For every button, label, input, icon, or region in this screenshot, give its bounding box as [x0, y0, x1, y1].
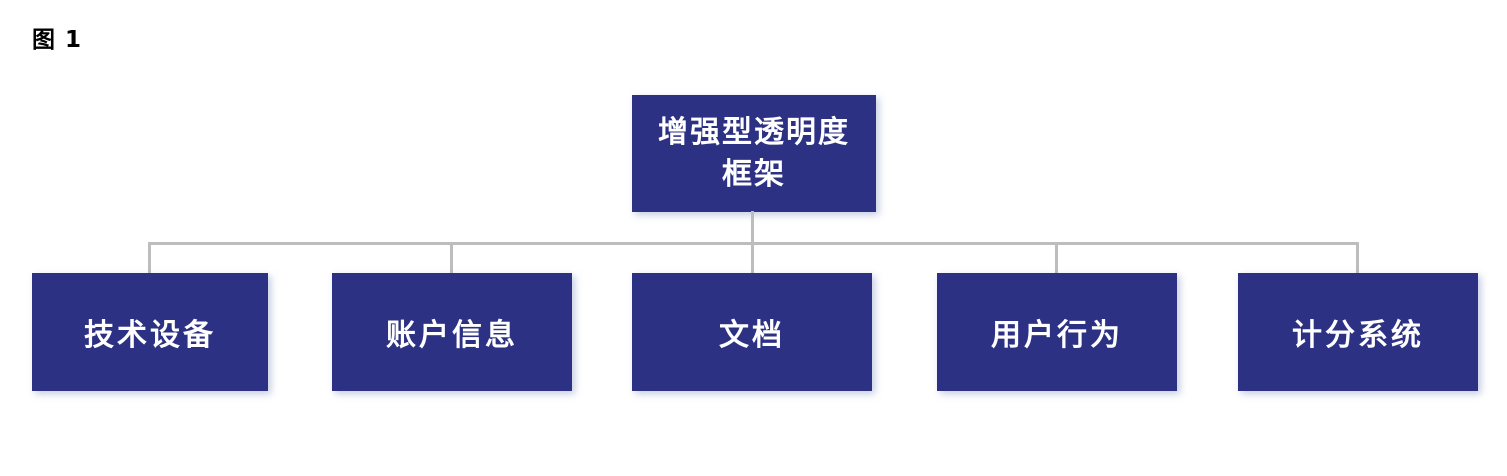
connector-drop-technical-equipment — [148, 242, 151, 273]
node-technical-equipment: 技术设备 — [32, 273, 268, 391]
node-account-information: 账户信息 — [332, 273, 572, 391]
node-user-behavior: 用户行为 — [937, 273, 1177, 391]
connector-drop-user-behavior — [1055, 242, 1058, 273]
connector-root-stem — [751, 211, 754, 244]
connector-drop-account-information — [450, 242, 453, 273]
node-scoring-system: 计分系统 — [1238, 273, 1478, 391]
node-documents: 文档 — [632, 273, 872, 391]
figure-label: 图 1 — [32, 27, 83, 53]
connector-drop-scoring-system — [1356, 242, 1359, 273]
connector-drop-documents — [751, 242, 754, 273]
node-enhanced-transparency-framework: 增强型透明度框架 — [632, 95, 876, 212]
